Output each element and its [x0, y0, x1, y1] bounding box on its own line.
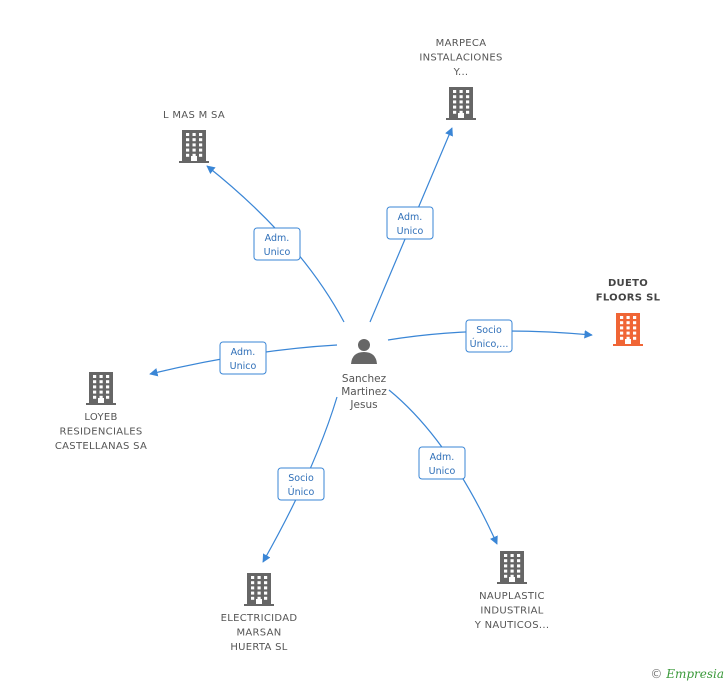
relation-label-line: Adm. [430, 452, 455, 463]
relation-label-line: Socio [288, 473, 314, 484]
relation-label-line: Socio [476, 325, 502, 336]
company-name-line: Y... [453, 67, 469, 78]
person-name-line: Sanchez [342, 373, 387, 385]
relation-badge[interactable]: Adm. Unico [219, 341, 267, 375]
company-name: MARPECA INSTALACIONES Y... [419, 38, 502, 78]
company-name: LOYEB RESIDENCIALES CASTELLANAS SA [55, 412, 147, 452]
company-name: ELECTRICIDAD MARSAN HUERTA SL [221, 613, 298, 653]
relation-label-line: Adm. [398, 212, 423, 223]
company-name: NAUPLASTIC INDUSTRIAL Y NAUTICOS... [474, 591, 550, 631]
company-name-line: INSTALACIONES [419, 53, 502, 64]
relation-badge[interactable]: Adm. Unico [253, 227, 301, 261]
company-name-line: ELECTRICIDAD [221, 613, 298, 624]
company-name-line: DUETO [608, 278, 648, 289]
relation-label-line: Adm. [265, 233, 290, 244]
building-icon [86, 372, 116, 405]
building-icon [244, 573, 274, 606]
building-icon [446, 87, 476, 120]
building-icon [497, 551, 527, 584]
person-name-line: Jesus [349, 399, 377, 411]
company-name-line: CASTELLANAS SA [55, 441, 147, 452]
building-icon [613, 313, 643, 346]
company-name-line: LOYEB [84, 412, 117, 423]
relation-badge-box [253, 227, 301, 261]
company-name-line: HUERTA SL [230, 642, 287, 653]
copyright-symbol: © [650, 667, 663, 681]
relation-badge-box [386, 206, 434, 240]
relation-label-line: Único,... [470, 338, 509, 350]
company-name-line: Y NAUTICOS... [474, 620, 550, 631]
company-name-line: L MAS M SA [163, 110, 225, 121]
relation-label-line: Adm. [231, 347, 256, 358]
company-node-loyeb[interactable]: LOYEB RESIDENCIALES CASTELLANAS SA [55, 372, 147, 452]
company-name-line: RESIDENCIALES [60, 427, 143, 438]
company-node-electricidad[interactable]: ELECTRICIDAD MARSAN HUERTA SL [221, 573, 298, 653]
company-name-line: MARPECA [436, 38, 487, 49]
person-name-line: Martinez [341, 386, 387, 398]
relation-badge-box [418, 446, 466, 480]
relation-label: Adm. Unico [429, 452, 456, 477]
relation-badge[interactable]: Adm. Unico [418, 446, 466, 480]
company-node-marpeca[interactable]: MARPECA INSTALACIONES Y... [419, 38, 502, 120]
relation-badge-box [277, 467, 325, 501]
company-node-dueto[interactable]: DUETO FLOORS SL [596, 278, 661, 346]
relation-label: Adm. Unico [264, 233, 291, 258]
company-node-nauplastic[interactable]: NAUPLASTIC INDUSTRIAL Y NAUTICOS... [474, 551, 550, 631]
company-name-line: FLOORS SL [596, 293, 661, 304]
building-icon [179, 130, 209, 163]
relation-badge-box [219, 341, 267, 375]
edge-lmasm: Adm. Unico [206, 165, 345, 323]
company-name-line: INDUSTRIAL [480, 606, 543, 617]
company-node-lmasm[interactable]: L MAS M SA [163, 110, 225, 163]
relation-label-line: Unico [397, 226, 424, 237]
relation-label: Adm. Unico [230, 347, 257, 372]
edge-loyeb: Adm. Unico [149, 341, 338, 377]
relation-label-line: Unico [264, 247, 291, 258]
nodes-layer: MARPECA INSTALACIONES Y... L MAS M SA DUETO F… [55, 38, 661, 653]
company-name-line: NAUPLASTIC [479, 591, 545, 602]
watermark-brand: Empresia [666, 667, 724, 681]
company-name-line: MARSAN [236, 628, 281, 639]
company-name: DUETO FLOORS SL [596, 278, 661, 304]
relation-badge-box [465, 319, 513, 353]
relation-label-line: Unico [429, 466, 456, 477]
relation-label: Adm. Unico [397, 212, 424, 237]
person-icon [351, 339, 377, 364]
edge-marpeca: Adm. Unico [369, 127, 453, 323]
relation-label-line: Unico [230, 361, 257, 372]
relation-label-line: Único [288, 486, 315, 498]
edge-nauplastic: Adm. Unico [388, 389, 498, 545]
company-name: L MAS M SA [163, 110, 225, 121]
relation-badge[interactable]: Adm. Unico [386, 206, 434, 240]
watermark: © Empresia [650, 667, 724, 681]
